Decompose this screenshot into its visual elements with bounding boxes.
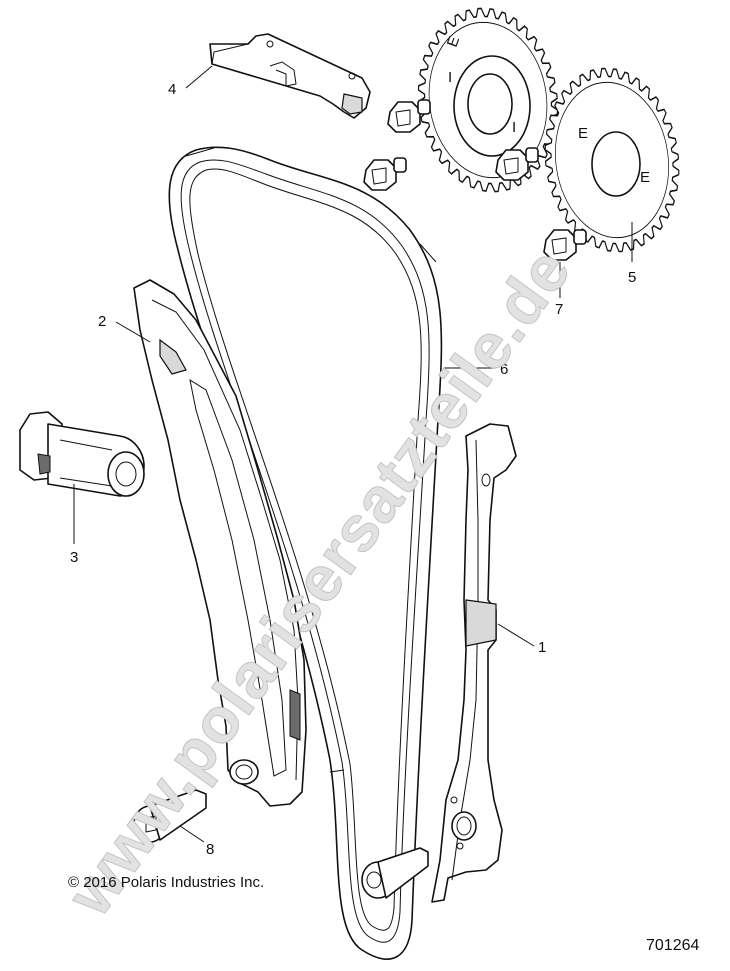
callout-5: 5 [628, 269, 636, 286]
callout-1: 1 [538, 639, 546, 656]
sprocket-bolt-1 [387, 99, 431, 133]
cam-sprocket-exhaust: E E [544, 67, 680, 253]
sprocket-bolt-2 [363, 157, 407, 191]
upper-chain-guide [209, 33, 371, 119]
fixed-chain-guide [431, 423, 517, 903]
tensioner-blade [133, 279, 307, 807]
pivot-bolt [133, 789, 207, 843]
callout-2: 2 [98, 313, 106, 330]
copyright-notice: © 2016 Polaris Industries Inc. [68, 874, 265, 891]
callout-8: 8 [206, 841, 214, 858]
svg-text:I: I [512, 119, 516, 136]
callout-3: 3 [70, 549, 78, 566]
svg-text:E: E [578, 125, 588, 142]
timing-chain [168, 146, 443, 960]
guide-bolt [361, 847, 429, 899]
svg-text:I: I [448, 69, 452, 86]
svg-text:E: E [640, 169, 650, 186]
hydraulic-tensioner [19, 411, 145, 497]
illustration-reference-number: 701264 [646, 937, 700, 954]
callout-labels: 1 2 3 4 5 6 7 8 [70, 81, 636, 858]
leader-lines [73, 65, 633, 843]
cam-sprocket-intake: E I I [417, 7, 559, 193]
sprocket-bolt-4 [543, 229, 587, 261]
callout-6: 6 [500, 361, 508, 378]
callout-4: 4 [168, 81, 176, 98]
callout-7: 7 [555, 301, 563, 318]
sprocket-ring [554, 81, 670, 239]
sprocket-bolt-3 [495, 147, 539, 181]
